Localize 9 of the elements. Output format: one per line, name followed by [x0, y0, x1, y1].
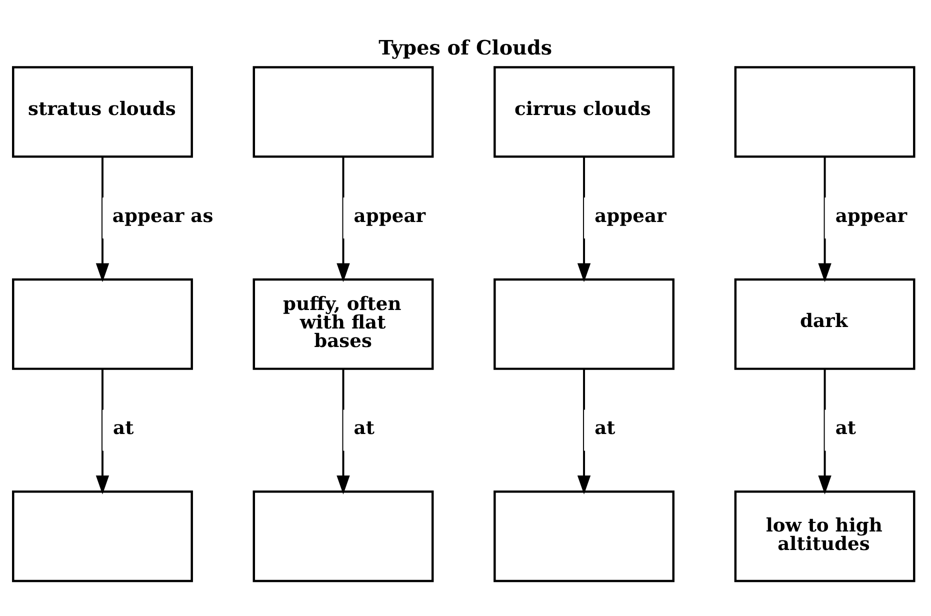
edge-label: appear [594, 206, 666, 227]
edge-label: appear [354, 206, 426, 227]
edge-label: at [594, 418, 616, 439]
edge-label: appear [835, 206, 908, 227]
edge-label: at [835, 418, 856, 439]
edge-label: appear as [112, 206, 214, 227]
edge-label: at [113, 418, 134, 439]
edge-label: at [354, 418, 374, 439]
diagram-title: Types of Clouds [378, 36, 552, 60]
